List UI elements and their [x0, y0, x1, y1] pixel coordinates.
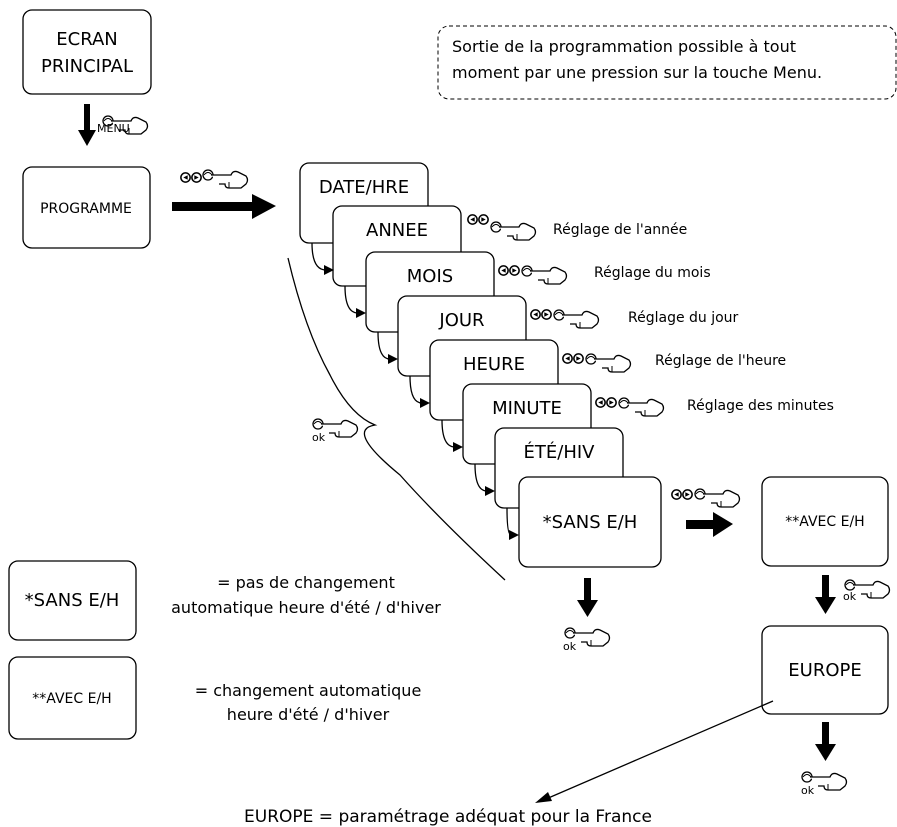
note-line-2: moment par une pression sur la touche Me… — [452, 63, 822, 82]
legend-sans-line-1: = pas de changement — [217, 573, 395, 592]
avec-eh-box: **AVEC E/H — [761, 476, 889, 567]
arrow-sans-to-avec — [671, 488, 741, 537]
arrow-programme-to-date — [172, 194, 276, 219]
ok-key-icon-brace: ok — [312, 418, 359, 444]
annee-action-label: Réglage de l'année — [553, 222, 687, 238]
mois-action-label: Réglage du mois — [594, 265, 711, 281]
jour-action: Réglage du jour — [530, 309, 739, 329]
arrow-europe-to-footer — [535, 700, 774, 803]
arrow-sans-down — [577, 578, 598, 617]
footer-text: EUROPE = paramétrage adéquat pour la Fra… — [244, 807, 652, 827]
arrow-europe-down — [815, 722, 836, 761]
ete-hiv-label: ÉTÉ/HIV — [524, 441, 596, 463]
annee-label: ANNEE — [366, 220, 428, 241]
legend-avec-line-1: = changement automatique — [195, 681, 422, 700]
minute-label: MINUTE — [492, 398, 562, 419]
avec-eh-label: **AVEC E/H — [785, 514, 864, 530]
arrow-avec-down — [815, 575, 836, 614]
ecran-principal-box: ECRAN PRINCIPAL — [22, 9, 152, 95]
sans-eh-label: *SANS E/H — [543, 512, 638, 533]
ecran-line-1: ECRAN — [56, 29, 118, 50]
ok-key-label-3: ok — [843, 590, 857, 603]
legend-avec: **AVEC E/H = changement automatique heur… — [8, 656, 422, 740]
minute-action-label: Réglage des minutes — [687, 398, 834, 414]
sans-eh-box: *SANS E/H — [518, 476, 662, 568]
ok-key-icon-avec: ok — [843, 579, 891, 603]
programme-box: PROGRAMME — [22, 166, 151, 249]
ok-key-label-1: ok — [312, 431, 326, 444]
ok-key-icon-europe: ok — [801, 771, 848, 797]
legend-sans-line-2: automatique heure d'été / d'hiver — [171, 598, 441, 617]
heure-label: HEURE — [463, 354, 525, 375]
arrow-ecran-to-programme — [78, 104, 96, 146]
arrow-keys-icon — [180, 169, 249, 189]
note-box: Sortie de la programmation possible à to… — [437, 25, 897, 100]
ok-key-label-4: ok — [801, 784, 815, 797]
legend-avec-line-2: heure d'été / d'hiver — [227, 705, 390, 724]
europe-label: EUROPE — [788, 660, 861, 681]
menu-key-icon: MENU — [97, 115, 149, 135]
europe-box: EUROPE — [761, 625, 889, 715]
heure-action-label: Réglage de l'heure — [655, 353, 786, 369]
date-hre-label: DATE/HRE — [319, 177, 409, 198]
jour-action-label: Réglage du jour — [628, 310, 739, 326]
note-line-1: Sortie de la programmation possible à to… — [452, 37, 796, 56]
ecran-line-2: PRINCIPAL — [41, 56, 133, 77]
programme-label: PROGRAMME — [40, 201, 132, 217]
ok-key-icon-sans: ok — [563, 627, 611, 653]
legend-avec-box-label: **AVEC E/H — [32, 691, 111, 707]
cascade-connectors — [311, 242, 519, 540]
legend-sans: *SANS E/H = pas de changement automatiqu… — [8, 560, 441, 641]
mois-action: Réglage du mois — [498, 265, 711, 285]
ok-brace — [287, 257, 506, 581]
mois-label: MOIS — [407, 266, 453, 287]
annee-action: Réglage de l'année — [467, 214, 687, 241]
minute-action: Réglage des minutes — [595, 397, 834, 417]
ok-key-label-2: ok — [563, 640, 577, 653]
legend-sans-box-label: *SANS E/H — [25, 590, 120, 611]
menu-key-label: MENU — [97, 122, 130, 135]
jour-label: JOUR — [438, 310, 484, 331]
heure-action: Réglage de l'heure — [562, 353, 786, 373]
